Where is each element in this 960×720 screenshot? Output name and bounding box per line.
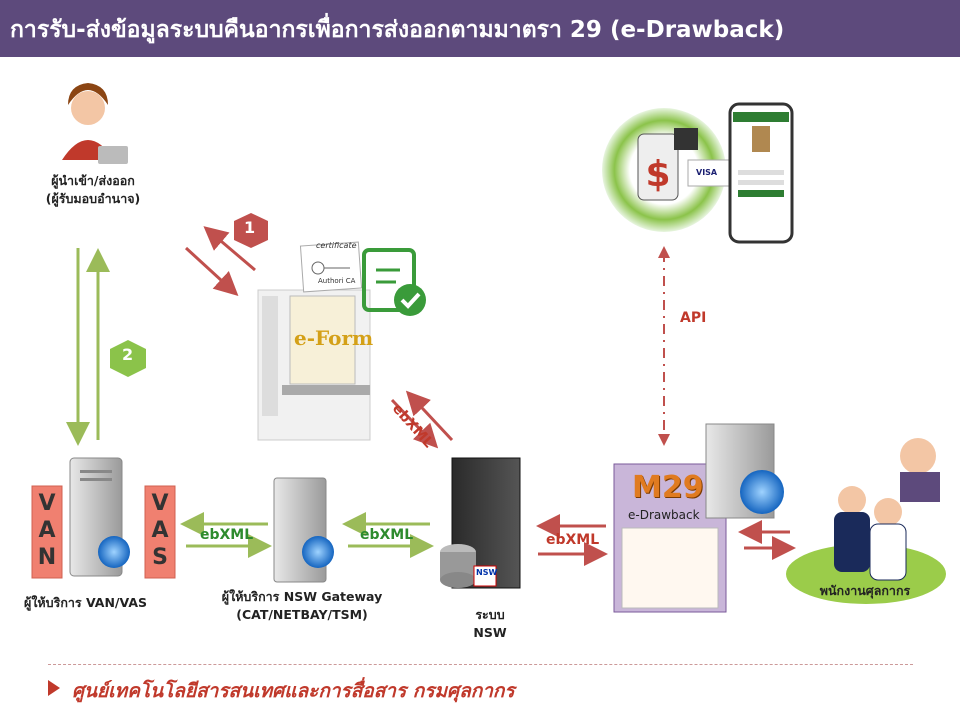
api-label: API	[680, 310, 707, 326]
nsw-label: ระบบ NSW	[462, 606, 518, 642]
certificate-icon	[299, 241, 363, 293]
van-letter: N	[37, 545, 57, 570]
nsw-label-line1: ระบบ	[475, 607, 505, 622]
nsw-logo-text: NSW	[476, 568, 498, 577]
gateway-server-icon	[273, 477, 334, 583]
vas-box	[144, 485, 176, 579]
exporter-label-line1: ผู้นำเข้า/ส่งออก	[51, 173, 135, 188]
ebxml-label-gateway: ebXML	[360, 527, 414, 543]
nsw-label-line2: NSW	[473, 625, 507, 640]
svg-text:$: $	[645, 154, 670, 195]
van-letters: V A N	[37, 490, 57, 571]
customs-officers-icon	[786, 438, 946, 604]
visa-label: VISA	[696, 168, 718, 177]
footer-organization: ศูนย์เทคโนโลยีสารสนเทศและการสื่อสาร กรมศ…	[72, 680, 515, 702]
smartphone-app-screen	[728, 102, 794, 244]
van-letter: V	[38, 491, 56, 516]
step-2-number: 2	[122, 345, 134, 364]
step-1-badge	[234, 213, 268, 248]
header-bar: การรับ-ส่งข้อมูลระบบคืนอากรเพื่อการส่งออ…	[0, 0, 960, 57]
footer-arrow-icon	[48, 680, 60, 696]
arrow-nsw-to-eform	[405, 390, 454, 442]
step-1-number: 1	[244, 218, 256, 237]
arrow-eform-to-exporter	[203, 226, 256, 272]
van-caption: ผู้ให้บริการ VAN/VAS	[24, 595, 147, 610]
page-title: การรับ-ส่งข้อมูลระบบคืนอากรเพื่อการส่งออ…	[10, 17, 785, 43]
arrow-exporter-to-eform	[184, 246, 239, 297]
m29-title: M29	[632, 470, 704, 505]
gateway-label-line2: (CAT/NETBAY/TSM)	[236, 607, 368, 622]
vas-letter: A	[151, 518, 169, 543]
document-check-icon	[362, 248, 426, 316]
ebxml-label-m29: ebXML	[546, 532, 600, 548]
gateway-label-line1: ผู้ให้บริการ NSW Gateway	[221, 589, 383, 604]
footer-divider	[48, 664, 913, 665]
van-server-icon	[69, 457, 130, 577]
ebxml-label-van: ebXML	[200, 527, 254, 543]
officer-caption: พนักงานศุลกากร	[819, 583, 911, 598]
exporter-label-line2: (ผู้รับมอบอำนาจ)	[45, 191, 141, 206]
certificate-title: certificate	[316, 241, 357, 250]
mobile-payment-icon: $	[602, 108, 739, 232]
step-2-badge	[110, 340, 146, 377]
eform-label: e-Form	[294, 326, 374, 350]
certificate-footer: Authori CA	[318, 277, 356, 285]
vas-letters: V A S	[150, 490, 170, 571]
m29-server-icon	[705, 423, 784, 519]
exporter-label: ผู้นำเข้า/ส่งออก (ผู้รับมอบอำนาจ)	[38, 172, 148, 208]
van-box	[31, 485, 63, 579]
vas-letter: S	[152, 545, 168, 570]
eform-laptop-icon	[257, 289, 371, 441]
van-letter: A	[38, 518, 56, 543]
vas-letter: V	[151, 491, 169, 516]
arrow-eform-to-nsw	[390, 398, 439, 449]
exporter-person-icon	[62, 83, 128, 164]
gateway-label: ผู้ให้บริการ NSW Gateway (CAT/NETBAY/TSM…	[212, 588, 392, 624]
nsw-server-icon	[440, 457, 521, 589]
m29-subtitle: e-Drawback	[628, 508, 700, 522]
